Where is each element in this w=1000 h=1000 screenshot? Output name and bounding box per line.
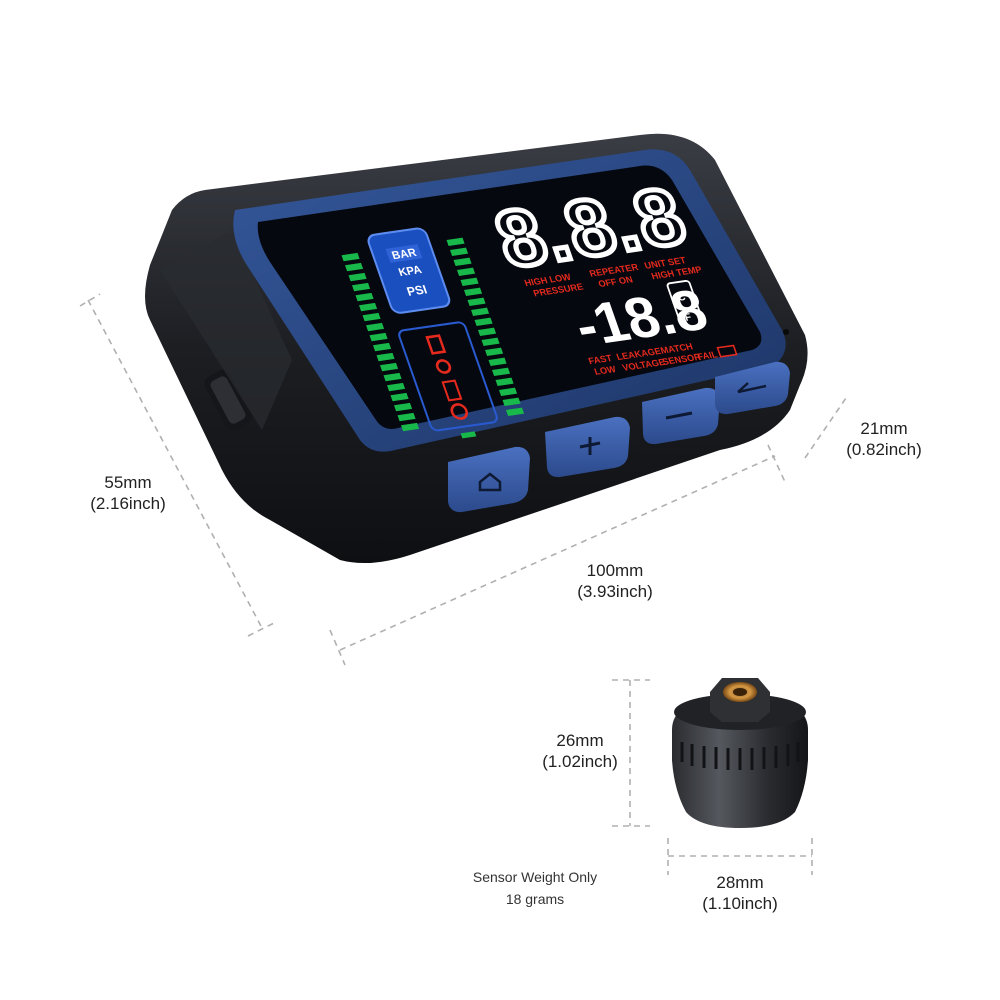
right-bar-graph	[446, 237, 525, 416]
sensor-knurl	[680, 742, 800, 770]
height-metric: 55mm	[104, 473, 152, 492]
sensor-diameter-dimension-label: 28mm (1.10inch)	[670, 872, 810, 914]
height-imperial: (2.16inch)	[90, 494, 166, 513]
tire-sensor	[672, 678, 808, 828]
minus-button[interactable]	[642, 387, 720, 445]
tpms-monitor: BAR KPA PSI	[145, 133, 808, 564]
lcd-content: BAR KPA PSI	[341, 169, 738, 439]
depth-imperial: (0.82inch)	[846, 440, 922, 459]
label-match: MATCH	[659, 341, 694, 355]
label-low: LOW	[593, 364, 618, 377]
left-bar-graph	[341, 252, 420, 432]
home-icon	[478, 472, 502, 492]
sensor-height-metric: 26mm	[556, 731, 604, 750]
depth-metric: 21mm	[860, 419, 908, 438]
label-off-on: OFF ON	[597, 274, 635, 289]
celsius-indicator: °C	[672, 292, 687, 304]
tire-status-panel	[398, 321, 498, 439]
height-dimension-label: 55mm (2.16inch)	[58, 472, 198, 514]
home-button[interactable]	[448, 446, 530, 513]
sensor-weight-note: Sensor Weight Only 18 grams	[440, 866, 630, 910]
control-buttons	[448, 361, 790, 513]
unit-bar: BAR	[390, 247, 418, 262]
unit-kpa: KPA	[397, 264, 423, 279]
sensor-weight-line2: 18 grams	[505, 891, 565, 907]
sensor-diameter-imperial: (1.10inch)	[702, 894, 778, 913]
tire-warning-icon	[450, 403, 468, 420]
dimension-lines	[79, 293, 847, 875]
link-icon	[435, 359, 452, 374]
width-dimension-label: 100mm (3.93inch)	[545, 560, 685, 602]
lcd-screen	[257, 165, 762, 430]
return-icon	[737, 382, 767, 394]
width-metric: 100mm	[586, 561, 644, 580]
battery-warning-icon	[441, 379, 463, 402]
thermometer-icon	[425, 334, 447, 355]
unit-psi: PSI	[405, 282, 429, 298]
side-knob	[204, 369, 252, 431]
sensor-diameter-metric: 28mm	[716, 873, 764, 892]
unit-selector: BAR KPA PSI	[367, 227, 451, 314]
sensor-height-imperial: (1.02inch)	[542, 752, 618, 771]
depth-dimension-label: 21mm (0.82inch)	[814, 418, 954, 460]
plus-icon	[579, 437, 601, 455]
minus-icon	[665, 411, 693, 420]
sensor-height-dimension-label: 26mm (1.02inch)	[510, 730, 650, 772]
fahrenheit-indicator: °F	[679, 312, 693, 324]
width-imperial: (3.93inch)	[577, 582, 653, 601]
label-fast: FAST	[587, 353, 614, 366]
plus-button[interactable]	[545, 416, 630, 478]
sensor-weight-line1: Sensor Weight Only	[472, 869, 598, 885]
return-button[interactable]	[715, 361, 790, 415]
battery-icon	[716, 344, 738, 358]
label-fail: FAIL	[696, 349, 719, 362]
